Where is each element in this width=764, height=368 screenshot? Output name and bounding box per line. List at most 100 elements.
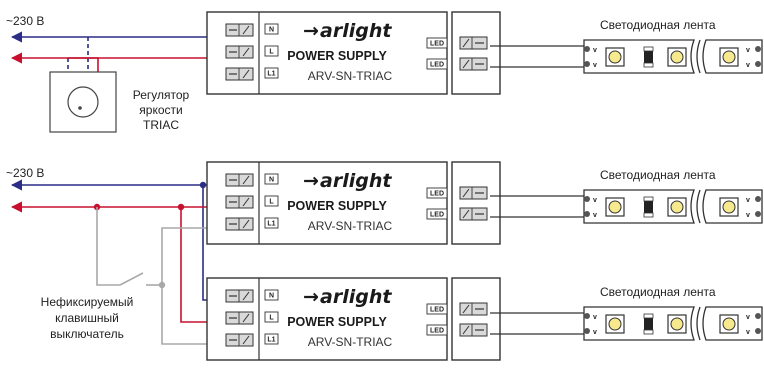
solder-pad [755,313,761,319]
brand-name: arlight [320,20,392,42]
psu-output-frame [451,277,501,361]
terminal-block [225,195,254,209]
polarity-mark: v [746,212,750,219]
terminal-block [459,323,488,337]
polarity-mark: v [746,329,750,336]
input-label-box [264,289,279,301]
psu-output-terminal [459,302,488,316]
output-label-text: LED [430,328,444,335]
terminal-block [459,207,488,221]
bottom-voltage-label: ~230 В [6,166,44,180]
output-label-box [426,37,448,49]
led-chip-icon [605,47,625,67]
dimmer-label-line1: Регулятор [133,88,190,102]
polarity-mark: v [746,47,750,54]
psu-input-terminal [225,289,254,303]
psu-output-terminal [459,36,488,50]
psu-title: POWER SUPPLY [287,49,387,63]
led-chip-icon [719,314,739,334]
led-lens [608,317,622,331]
input-label-box [264,195,279,207]
psu-output-frame [451,11,501,95]
input-label-text: N [269,27,274,34]
led-chip-icon [719,47,739,67]
polarity-mark: v [593,314,597,321]
terminal-block [225,45,254,59]
psu-title: POWER SUPPLY [287,199,387,213]
terminal-screw [242,175,250,185]
psu-title: POWER SUPPLY [287,315,387,329]
terminal-block [459,302,488,316]
led-chip-icon [667,314,687,334]
strip-break [696,189,701,224]
psu-input-terminal [225,173,254,187]
input-label-text: N [269,177,274,184]
brand-logo: →arlight [303,20,392,42]
terminal-block [459,57,488,71]
output-label-text: LED [430,212,444,219]
terminal-screw [462,38,470,48]
input-label-box [264,311,279,323]
psu-output-terminal [459,323,488,337]
solder-pad [584,313,590,319]
input-label-text: L1 [267,337,275,344]
solder-pad [584,61,590,67]
terminal-block [225,311,254,325]
solder-pad [584,211,590,217]
output-label-text: LED [430,41,444,48]
solder-pad [755,46,761,52]
input-label-box [264,217,279,229]
terminal-screw [242,47,250,57]
terminal-screw [242,69,250,79]
psu-input-terminal [225,23,254,37]
input-label-text: L [269,315,274,322]
brand-logo: →arlight [303,286,392,308]
input-label-text: L1 [267,221,275,228]
psu-model: ARV-SN-TRIAC [308,335,393,349]
switch-label-line1: Нефиксируемый [41,295,134,309]
input-label-text: L1 [267,71,275,78]
bottom-neutral-junction [199,181,207,189]
top-voltage-label: ~230 В [6,14,44,28]
dimmer-knob-dot [78,106,82,110]
output-label-text: LED [430,62,444,69]
led-lens [722,200,736,214]
input-label-text: L [269,199,274,206]
led-chip-icon [719,197,739,217]
polarity-mark: v [746,197,750,204]
psu-input-terminal [225,217,254,231]
psu-input-terminal [225,333,254,347]
solder-pad [584,328,590,334]
brand-name: arlight [320,286,392,308]
psu-input-terminal [225,311,254,325]
terminal-screw [242,25,250,35]
strip-break [696,306,701,341]
psu-model: ARV-SN-TRIAC [308,69,393,83]
switch-junction [158,281,166,289]
solder-pad [755,196,761,202]
output-label-box [426,187,448,199]
top-diagram: ~230 В Регулятор яркости TRIAC NLL1→arli… [6,11,763,133]
brand-arrow-icon: → [303,20,319,42]
psu-output-terminal [459,57,488,71]
terminal-screw [462,304,470,314]
input-label-text: N [269,293,274,300]
top-live-wire-in [10,52,99,72]
switch-contact [119,272,144,286]
resistor-icon [644,51,653,63]
solder-pad [584,46,590,52]
psu-input-terminal [225,67,254,81]
psu-output-frame [451,161,501,245]
solder-pad [755,61,761,67]
switch-label-line3: выключатель [50,327,124,341]
brand-arrow-icon: → [303,170,319,192]
led-lens [722,50,736,64]
switch-wire-in [96,207,120,286]
bottom-live-junction-2 [177,203,185,211]
bottom2-strip-title: Светодиодная лента [600,285,716,299]
